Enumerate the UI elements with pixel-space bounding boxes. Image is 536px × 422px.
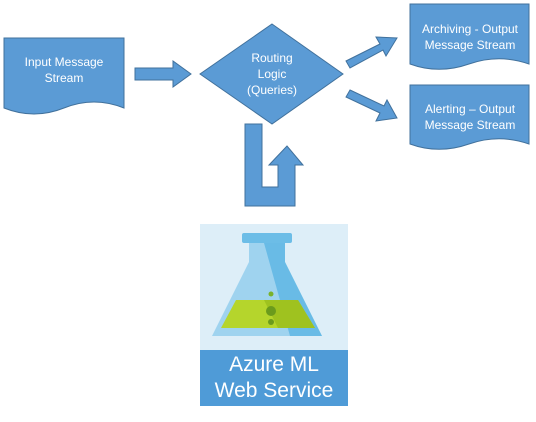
- input-stream-label: Input Message Stream: [4, 52, 124, 88]
- alerting-stream-line2: Message Stream: [424, 118, 516, 132]
- alerting-stream-shape: [409, 84, 530, 150]
- alerting-stream-line1: Alerting – Output: [424, 102, 516, 116]
- alerting-stream-label: Alerting – Output Message Stream: [410, 100, 530, 134]
- routing-logic-line3: (Queries): [246, 83, 297, 97]
- input-stream-line1: Input Message: [24, 55, 104, 69]
- azure-ml-line2: Web Service: [214, 379, 334, 402]
- azure-ml-line1: Azure ML: [229, 353, 319, 376]
- arrow-input-to-routing: [134, 60, 192, 88]
- routing-logic-diamond: [199, 23, 344, 125]
- archiving-stream-shape: [409, 3, 530, 70]
- azure-ml-label-band: [200, 350, 348, 406]
- arrow-routing-to-archiving: [345, 36, 398, 69]
- archiving-stream-label: Archiving - Output Message Stream: [410, 20, 530, 54]
- routing-logic-line2: Logic: [257, 67, 287, 81]
- azure-ml-label: Azure ML Web Service: [200, 350, 348, 406]
- input-stream-shape: [3, 37, 125, 115]
- archiving-stream-line1: Archiving - Output: [421, 22, 519, 36]
- routing-logic-line1: Routing: [251, 51, 293, 65]
- archiving-stream-line2: Message Stream: [424, 38, 516, 52]
- u-turn-arrow: [244, 123, 305, 207]
- routing-logic-label: Routing Logic (Queries): [222, 48, 322, 100]
- erlenmeyer-flask-icon: [212, 233, 322, 336]
- input-stream-line2: Stream: [44, 71, 84, 85]
- arrow-routing-to-alerting: [345, 89, 398, 122]
